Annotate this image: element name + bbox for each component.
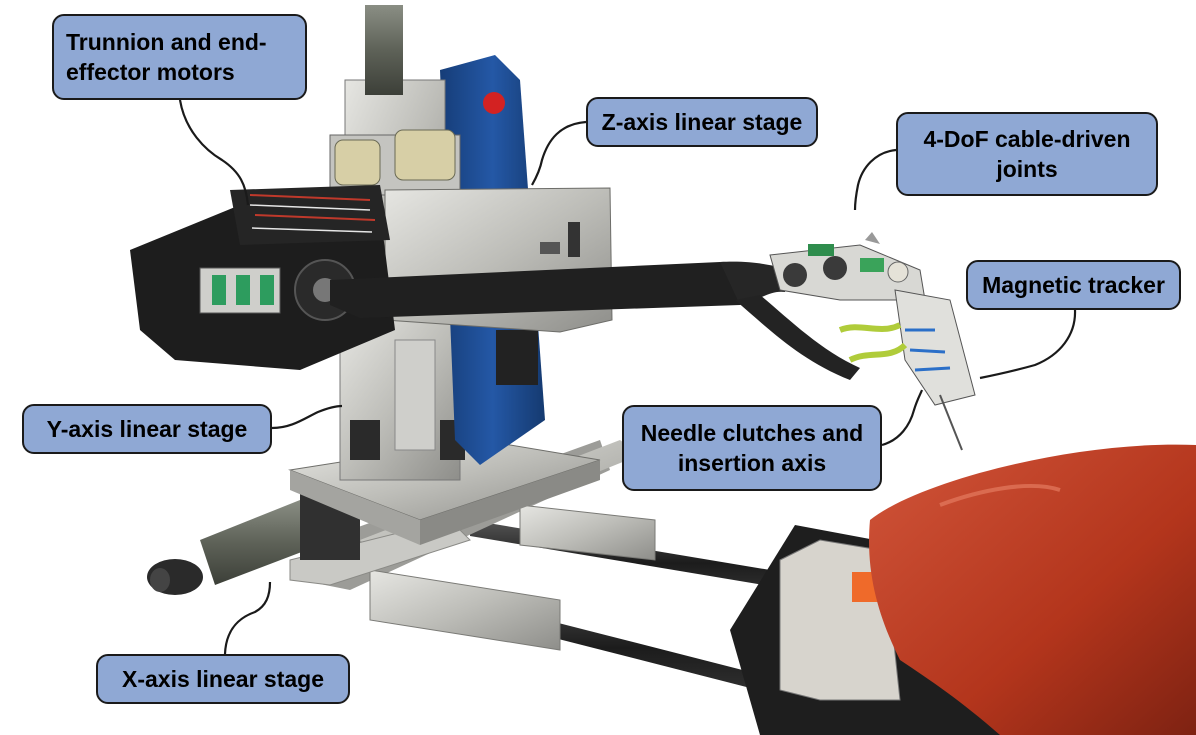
leader-line-trunnion [178, 99, 250, 206]
label-y-axis-stage: Y-axis linear stage [22, 404, 272, 454]
leader-line-x [223, 581, 272, 655]
leader-lines [178, 99, 1077, 655]
label-needle-clutches: Needle clutches and insertion axis [622, 405, 882, 491]
label-z-axis-stage: Z-axis linear stage [586, 97, 818, 147]
cable-driven-joints [769, 232, 926, 301]
label-magnetic-tracker: Magnetic tracker [966, 260, 1181, 310]
leader-line-4dof [853, 148, 897, 211]
needle-clutch-head [838, 289, 976, 451]
trunnion-motor-pack [130, 185, 395, 370]
leader-line-y [271, 404, 343, 430]
y-axis-stage [339, 319, 465, 481]
label-cable-driven-joints: 4-DoF cable-driven joints [896, 112, 1158, 196]
label-trunnion-motors: Trunnion and end- effector motors [52, 14, 307, 100]
label-x-axis-stage: X-axis linear stage [96, 654, 350, 704]
leader-line-z [531, 120, 587, 186]
red-phantom [869, 444, 1196, 735]
x-axis-motor [147, 490, 360, 595]
leader-line-needle [881, 389, 924, 447]
cable-sleeve-arm [330, 261, 860, 380]
leader-line-magnetic [979, 309, 1077, 380]
